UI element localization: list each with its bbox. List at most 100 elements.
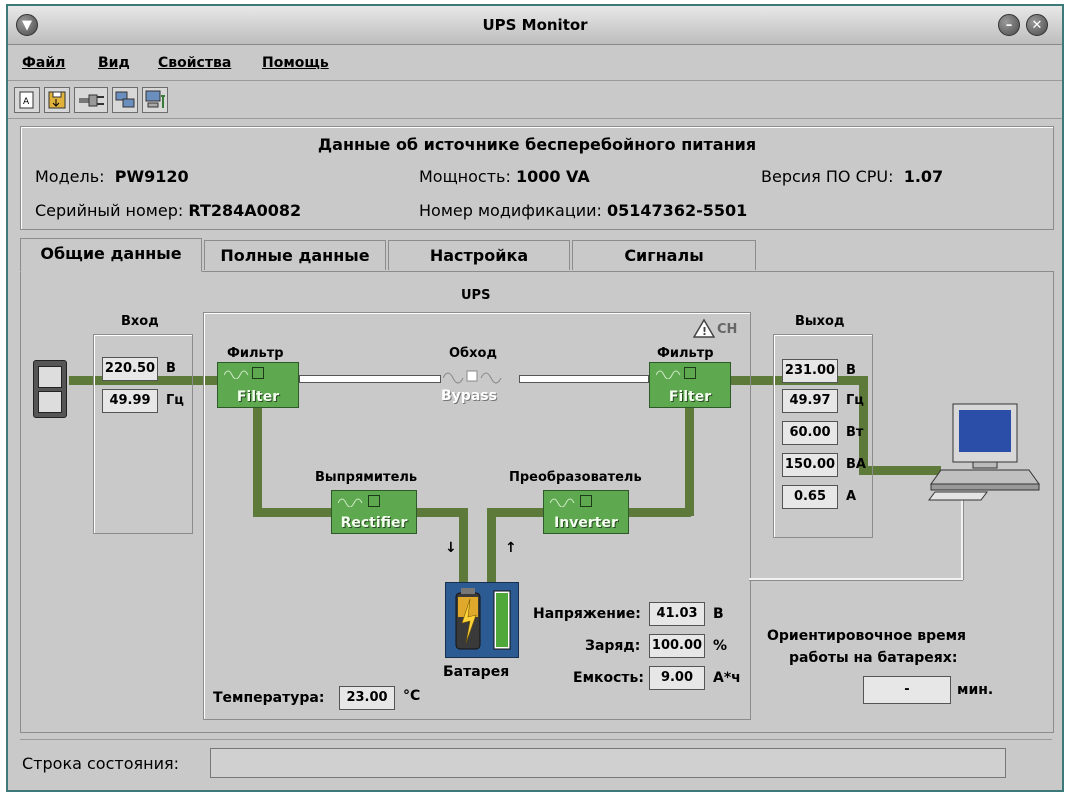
runtime-unit: мин. <box>957 682 994 698</box>
filter-left-text: Filter <box>236 389 280 405</box>
filter-right-title: Фильтр <box>657 346 714 361</box>
minimize-button[interactable]: – <box>998 14 1020 36</box>
signal-cable-h <box>749 578 963 581</box>
window-menu-button[interactable]: ▼ <box>16 14 38 36</box>
battery-title: Батарея <box>443 664 510 680</box>
serial-label: Серийный номер: <box>35 201 184 220</box>
bypass-line-right <box>519 375 649 383</box>
runtime-label-line1: Ориентировочное время <box>767 628 967 644</box>
model-label: Модель: <box>35 167 105 186</box>
network-icon[interactable] <box>112 87 138 113</box>
svg-text:!: ! <box>702 325 707 338</box>
battery-voltage-unit: В <box>713 606 724 622</box>
menu-help[interactable]: Помощь <box>262 55 329 71</box>
filter-right-text: Filter <box>668 389 712 405</box>
wire-battery-left <box>459 508 468 584</box>
input-title: Вход <box>121 314 159 329</box>
wave-icon <box>224 370 249 379</box>
input-frequency-value: 49.99 <box>102 389 158 413</box>
modification-value: 05147362-5501 <box>607 201 748 220</box>
serial-value: RT284A0082 <box>188 201 302 220</box>
wire-output-3 <box>859 466 941 475</box>
rectifier-title: Выпрямитель <box>315 470 418 485</box>
output-power-va-unit: ВА <box>846 457 866 472</box>
bypass-title: Обход <box>449 346 497 361</box>
report-icon[interactable]: A <box>14 87 40 113</box>
rectifier-text: Rectifier <box>340 515 408 531</box>
ups-monitor-window: ▼ UPS Monitor – ✕ Файл Вид Свойства Помо… <box>6 4 1064 792</box>
menu-file[interactable]: Файл <box>22 55 66 71</box>
battery-voltage-label: Напряжение: <box>533 606 641 622</box>
toolbar: A <box>8 82 1062 119</box>
status-label: Строка состояния: <box>22 754 179 773</box>
wave-icon <box>338 498 363 507</box>
power-outlet-icon <box>33 360 67 418</box>
output-frequency-unit: Гц <box>846 393 864 408</box>
window-title: UPS Monitor <box>482 16 588 34</box>
tab-settings[interactable]: Настройка <box>388 240 570 270</box>
temperature-unit: °С <box>403 688 421 704</box>
tab-general[interactable]: Общие данные <box>20 238 202 272</box>
inverter-title: Преобразователь <box>509 470 642 485</box>
menu-view[interactable]: Вид <box>98 55 130 71</box>
indicator-square <box>252 367 264 379</box>
filter-left-block: Filter <box>217 362 299 408</box>
menu-properties[interactable]: Свойства <box>158 55 232 71</box>
output-power-w-unit: Вт <box>846 425 864 440</box>
battery-voltage-value: 41.03 <box>649 602 705 626</box>
warning-icon: ! <box>692 318 716 342</box>
wire-inverter-2 <box>625 508 691 517</box>
wire-rectifier-1 <box>253 406 262 516</box>
output-current-value: 0.65 <box>782 485 838 509</box>
tab-full[interactable]: Полные данные <box>204 240 386 270</box>
cpu-version-label: Версия ПО CPU: <box>761 167 894 186</box>
general-tab-panel: Вход 220.50 В 49.99 Гц UPS ! CH Фильтр F… <box>20 271 1054 733</box>
model-value: PW9120 <box>114 167 189 186</box>
output-box: 231.00 В 49.97 Гц 60.00 Вт 150.00 ВА 0.6… <box>773 334 873 538</box>
input-box: 220.50 В 49.99 Гц <box>93 334 193 534</box>
wire-inverter-1 <box>685 406 694 516</box>
wave-icon <box>550 498 575 507</box>
close-button[interactable]: ✕ <box>1026 14 1048 36</box>
status-field <box>210 748 1006 778</box>
output-voltage-unit: В <box>846 363 856 378</box>
battery-charge-value: 100.00 <box>649 634 705 658</box>
battery-charge-unit: % <box>713 638 728 654</box>
output-current-unit: А <box>846 489 857 504</box>
computer-network-icon[interactable] <box>142 87 168 113</box>
filter-right-block: Filter <box>649 362 731 408</box>
ups-info-title: Данные об источнике бесперебойного питан… <box>317 135 757 154</box>
ups-info-panel: Данные об источнике бесперебойного питан… <box>20 126 1054 230</box>
inverter-block: Inverter <box>543 490 629 534</box>
battery-icon <box>445 582 519 658</box>
menu-bar: Файл Вид Свойства Помощь <box>8 46 1062 81</box>
wave-icon <box>656 370 681 379</box>
save-icon[interactable] <box>44 87 70 113</box>
battery-capacity-label: Емкость: <box>573 670 644 686</box>
temperature-label: Температура: <box>213 690 325 706</box>
output-power-va-value: 150.00 <box>782 453 838 477</box>
bypass-wave-icon <box>442 368 517 388</box>
tab-signals[interactable]: Сигналы <box>572 240 756 270</box>
battery-charge-label: Заряд: <box>585 638 641 654</box>
bypass-line-left <box>299 375 441 383</box>
svg-text:A: A <box>23 97 30 107</box>
inverter-text: Inverter <box>554 515 618 531</box>
modification-row: Номер модификации: 05147362-5501 <box>419 201 747 220</box>
input-voltage-value: 220.50 <box>102 357 158 381</box>
indicator-square <box>684 367 696 379</box>
plug-icon[interactable] <box>74 87 108 113</box>
runtime-value: - <box>863 676 951 704</box>
temperature-value: 23.00 <box>339 686 395 710</box>
wire-rectifier-3 <box>411 508 467 517</box>
ups-title: UPS <box>461 288 491 303</box>
status-bar: Строка состояния: <box>20 739 1052 786</box>
power-row: Мощность: 1000 VA <box>419 167 590 186</box>
indicator-square <box>368 495 380 507</box>
wire-inverter-3 <box>487 508 545 517</box>
rectifier-block: Rectifier <box>331 490 417 534</box>
ch-label: CH <box>717 322 738 337</box>
model-row: Модель: PW9120 <box>35 167 189 186</box>
battery-capacity-value: 9.00 <box>649 666 705 690</box>
wire-rectifier-2 <box>253 508 331 517</box>
